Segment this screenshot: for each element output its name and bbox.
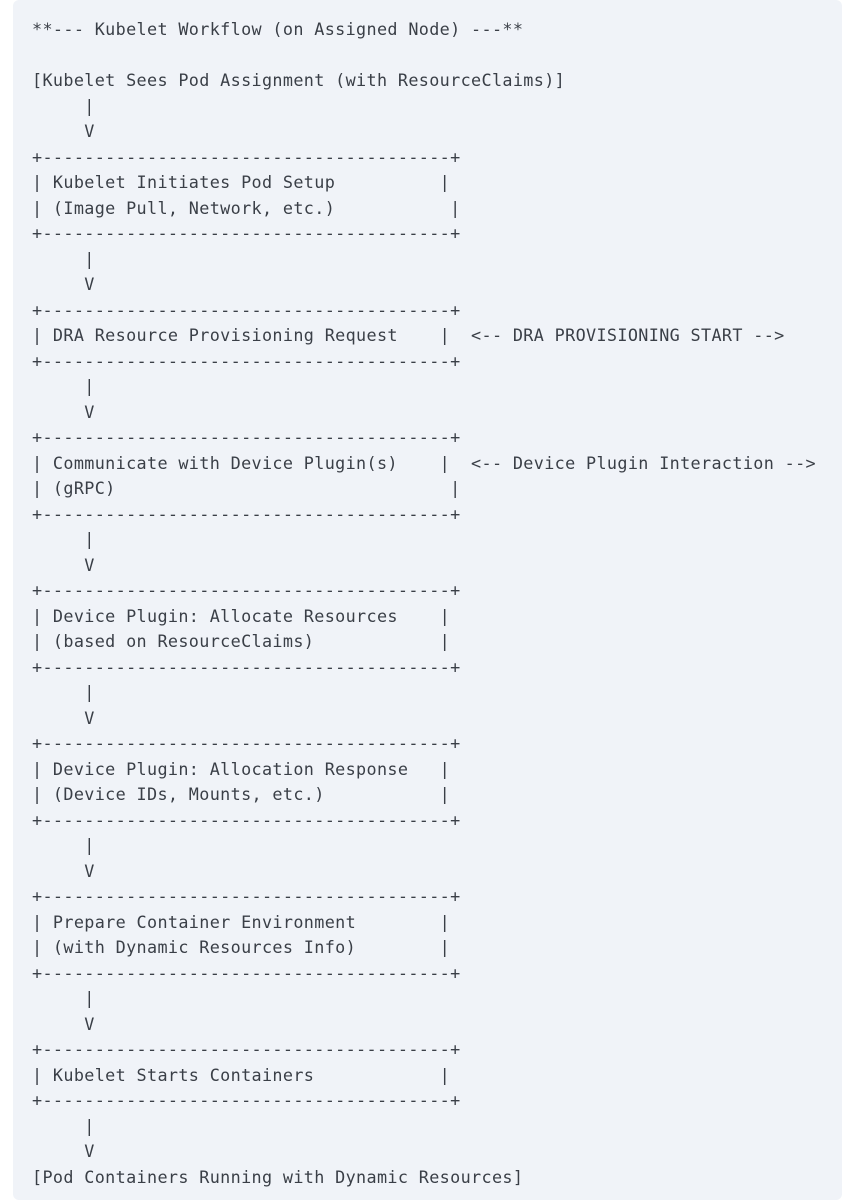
code-line: V: [32, 274, 95, 294]
code-line: +---------------------------------------…: [32, 223, 461, 243]
code-line: |: [32, 835, 95, 855]
code-block-panel: **--- Kubelet Workflow (on Assigned Node…: [13, 0, 842, 1200]
code-line: | (Device IDs, Mounts, etc.) |: [32, 784, 451, 804]
code-line: |: [32, 95, 95, 116]
code-line: +---------------------------------------…: [32, 299, 461, 320]
code-line: |: [32, 682, 95, 702]
code-line: +---------------------------------------…: [32, 350, 461, 371]
code-line: | (based on ResourceClaims) |: [32, 631, 451, 651]
code-line: | Prepare Container Environment |: [32, 911, 451, 932]
code-line: |: [32, 988, 95, 1008]
code-line: +---------------------------------------…: [32, 1039, 461, 1059]
code-line: | (gRPC) |: [32, 478, 461, 498]
code-line: V: [32, 1141, 95, 1161]
code-line: |: [32, 1115, 95, 1136]
code-line: +---------------------------------------…: [32, 656, 461, 677]
code-line: V: [32, 860, 95, 881]
code-line: [32, 43, 842, 69]
code-line: | DRA Resource Provisioning Request | <-…: [32, 325, 785, 345]
code-line: +---------------------------------------…: [32, 1090, 461, 1110]
code-line: [Kubelet Sees Pod Assignment (with Resou…: [32, 70, 566, 90]
code-line: +---------------------------------------…: [32, 427, 461, 447]
code-line: |: [32, 376, 95, 396]
code-line: | Communicate with Device Plugin(s) | <-…: [32, 452, 816, 473]
code-line: V: [32, 401, 95, 422]
code-line: |: [32, 248, 95, 269]
code-line: +---------------------------------------…: [32, 580, 461, 600]
code-line: **--- Kubelet Workflow (on Assigned Node…: [32, 19, 524, 39]
code-line: |: [32, 529, 95, 549]
code-line: V: [32, 121, 95, 141]
code-line: | Device Plugin: Allocation Response |: [32, 758, 451, 779]
code-line: V: [32, 707, 95, 728]
code-line: | Kubelet Starts Containers |: [32, 1064, 451, 1085]
code-line: +---------------------------------------…: [32, 962, 461, 983]
code-line: [Pod Containers Running with Dynamic Res…: [32, 1166, 524, 1187]
code-line: V: [32, 1013, 95, 1034]
code-line: | Device Plugin: Allocate Resources |: [32, 605, 451, 626]
code-line: | (with Dynamic Resources Info) |: [32, 937, 451, 957]
code-line: V: [32, 554, 95, 575]
code-line: | (Image Pull, Network, etc.) |: [32, 197, 461, 218]
code-line: | Kubelet Initiates Pod Setup |: [32, 172, 451, 192]
code-line: +---------------------------------------…: [32, 886, 461, 906]
code-line: +---------------------------------------…: [32, 146, 461, 167]
code-line: +---------------------------------------…: [32, 809, 461, 830]
workflow-ascii-diagram: **--- Kubelet Workflow (on Assigned Node…: [13, 0, 842, 1190]
code-line: +---------------------------------------…: [32, 503, 461, 524]
code-line: +---------------------------------------…: [32, 733, 461, 753]
